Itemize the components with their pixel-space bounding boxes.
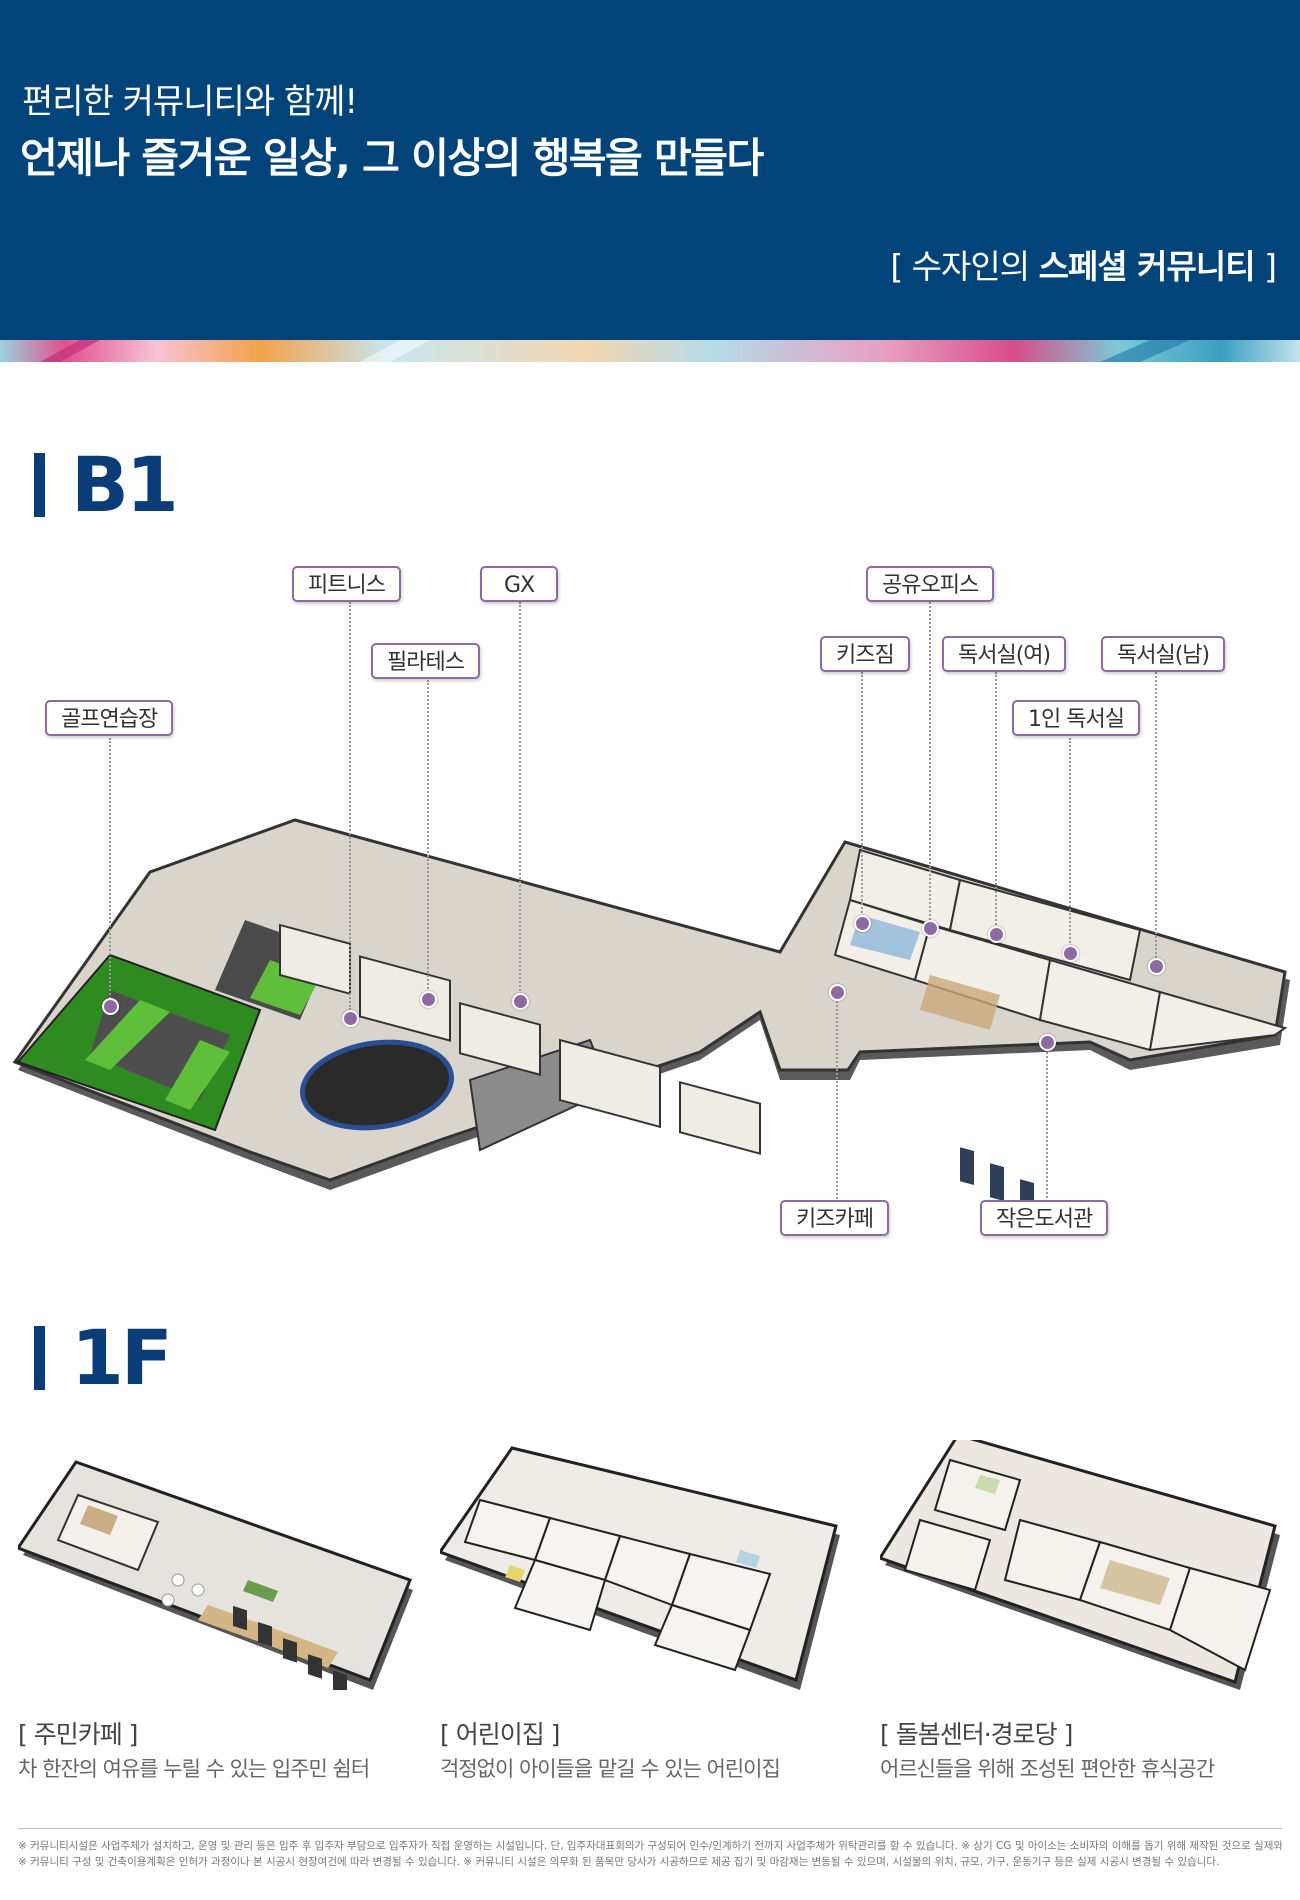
marker-kids-gym: [854, 915, 871, 932]
card-title: [ 어린이집 ]: [440, 1720, 560, 1749]
label-reading-male[interactable]: 독서실(남): [1101, 636, 1226, 672]
card-title: [ 돌봄센터·경로당 ]: [880, 1720, 1073, 1749]
leader-pilates: [427, 680, 429, 996]
tag-bold: 스페셜 커뮤니티: [1038, 247, 1256, 286]
marker-reading-female: [988, 926, 1005, 943]
leader-reading-male: [1155, 672, 1157, 962]
footer-divider: [18, 1828, 1282, 1829]
leader-gx: [519, 602, 521, 998]
label-fitness[interactable]: 피트니스: [292, 566, 401, 602]
card-desc: 어르신들을 위해 조성된 편안한 휴식공간: [880, 1757, 1215, 1781]
leader-small-library: [1046, 1040, 1048, 1202]
marker-share-office: [922, 920, 939, 937]
note-line-2: ※ 커뮤니티 구성 및 건축이용계획은 인허가 과정이나 본 시공시 현장여건에…: [18, 1856, 1220, 1868]
label-kids-cafe[interactable]: 키즈카페: [780, 1200, 889, 1236]
card-desc: 차 한잔의 여유를 누릴 수 있는 입주민 쉼터: [18, 1757, 370, 1781]
header-banner: 편리한 커뮤니티와 함께! 언제나 즐거운 일상, 그 이상의 행복을 만들다 …: [0, 0, 1300, 340]
leader-share-office: [929, 602, 931, 924]
marker-gx: [512, 993, 529, 1010]
marker-kids-cafe: [829, 984, 846, 1001]
label-golf[interactable]: 골프연습장: [45, 700, 174, 736]
header-title: 언제나 즐거운 일상, 그 이상의 행복을 만들다: [20, 134, 764, 182]
marker-single-reading: [1062, 945, 1079, 962]
f1-title-text: 1F: [71, 1313, 173, 1402]
title-bar: [34, 1325, 45, 1390]
marker-pilates: [420, 991, 437, 1008]
header-subtitle: 편리한 커뮤니티와 함께!: [22, 82, 358, 122]
label-small-library[interactable]: 작은도서관: [980, 1200, 1109, 1236]
marker-fitness: [342, 1010, 359, 1027]
section-title-1f: 1F: [34, 1313, 173, 1402]
b1-floor-plan: [12, 818, 1290, 1220]
card-care-center: [ 돌봄센터·경로당 ] 어르신들을 위해 조성된 편안한 휴식공간: [877, 1433, 1280, 1781]
leader-kids-cafe: [836, 990, 838, 1202]
care-center-plan: [877, 1433, 1280, 1690]
marker-small-library: [1039, 1034, 1056, 1051]
leader-kids-gym: [861, 672, 863, 920]
b1-title-text: B1: [71, 440, 179, 529]
disclaimer-notes: ※ 커뮤니티시설은 사업주체가 설치하고, 운영 및 관리 등은 입주 후 입주…: [18, 1838, 1282, 1870]
leader-fitness: [349, 602, 351, 1010]
label-single-reading[interactable]: 1인 독서실: [1012, 700, 1140, 736]
card-daycare: [ 어린이집 ] 걱정없이 아이들을 맡길 수 있는 어린이집: [437, 1440, 840, 1781]
resident-cafe-plan: [15, 1460, 413, 1695]
leader-golf: [109, 738, 111, 1002]
marker-reading-male: [1148, 958, 1165, 975]
tag-suffix: ]: [1254, 247, 1277, 286]
note-line-1: ※ 커뮤니티시설은 사업주체가 설치하고, 운영 및 관리 등은 입주 후 입주…: [18, 1840, 1282, 1852]
label-pilates[interactable]: 필라테스: [371, 643, 480, 679]
tag-prefix: [ 수자인의: [890, 247, 1039, 286]
marker-golf: [102, 998, 119, 1015]
card-resident-cafe: [ 주민카페 ] 차 한잔의 여유를 누릴 수 있는 입주민 쉼터: [15, 1440, 418, 1781]
card-title: [ 주민카페 ]: [18, 1720, 138, 1749]
daycare-plan: [437, 1446, 840, 1690]
label-kids-gym[interactable]: 키즈짐: [820, 636, 910, 672]
label-reading-female[interactable]: 독서실(여): [942, 636, 1067, 672]
card-desc: 걱정없이 아이들을 맡길 수 있는 어린이집: [440, 1757, 781, 1781]
label-share-office[interactable]: 공유오피스: [866, 566, 995, 602]
header-tag: [ 수자인의 스페셜 커뮤니티 ]: [890, 240, 1277, 288]
label-gx[interactable]: GX: [480, 566, 558, 602]
decorative-stripe: [0, 340, 1300, 362]
section-title-b1: B1: [34, 440, 179, 529]
title-bar: [34, 452, 45, 517]
leader-single-reading: [1069, 738, 1071, 950]
leader-reading-female: [995, 672, 997, 932]
